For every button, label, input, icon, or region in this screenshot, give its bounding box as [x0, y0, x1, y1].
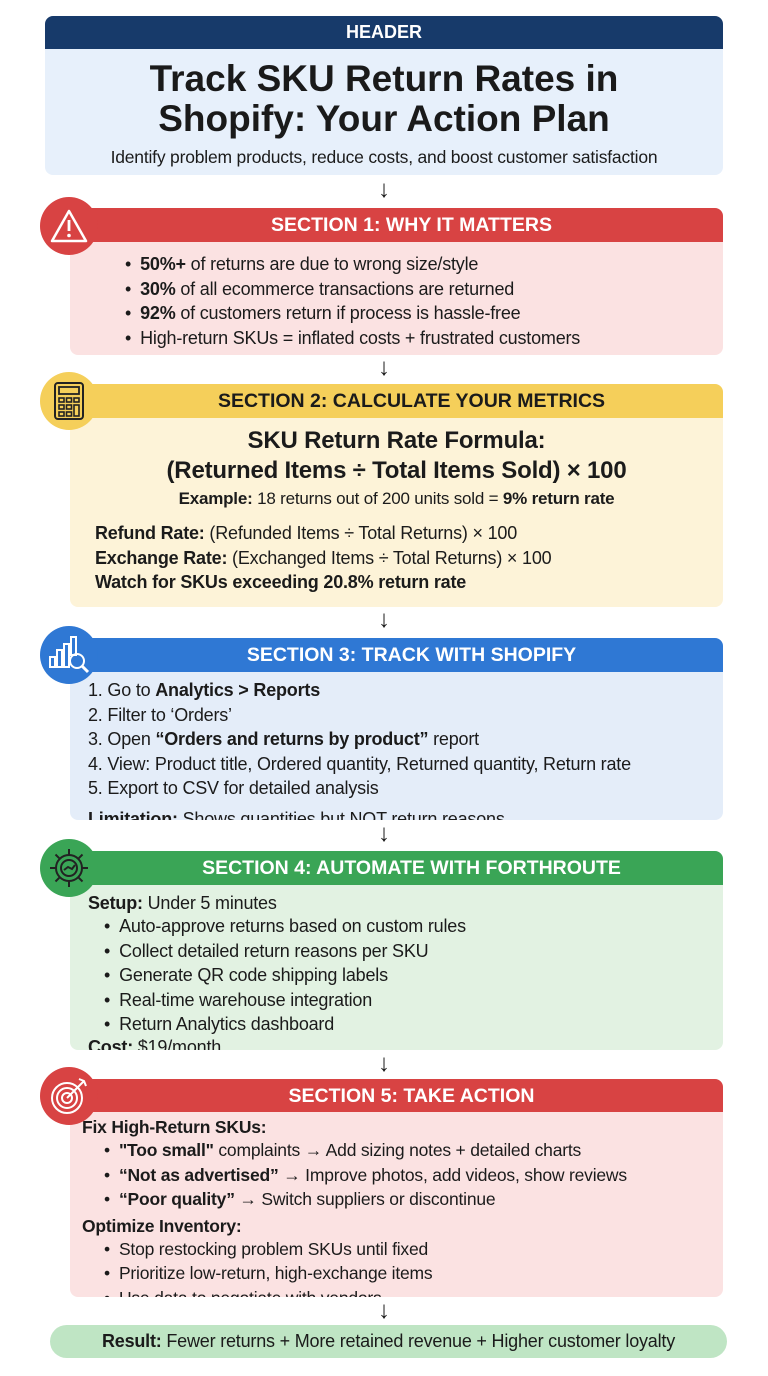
section-3-title: SECTION 3: TRACK WITH SHOPIFY [70, 638, 723, 672]
watch-note: Watch for SKUs exceeding 20.8% return ra… [95, 572, 467, 592]
step-item: 3. Open “Orders and returns by product” … [88, 729, 479, 749]
refund-rate: Refund Rate: (Refunded Items ÷ Total Ret… [95, 523, 518, 543]
header-label: HEADER [45, 16, 723, 49]
section-2-title: SECTION 2: CALCULATE YOUR METRICS [70, 384, 723, 418]
target-icon [40, 1067, 98, 1125]
section-5-body: Fix High-Return SKUs: "Too small" compla… [70, 1112, 723, 1297]
section-5-title: SECTION 5: TAKE ACTION [70, 1079, 723, 1113]
section-4-body: Setup: Under 5 minutes Auto-approve retu… [70, 885, 723, 1050]
step-item: 2. Filter to ‘Orders’ [88, 704, 232, 725]
optimize-heading: Optimize Inventory: [82, 1215, 242, 1236]
list-item: 92% of customers return if process is ha… [125, 301, 723, 326]
setup-note: Setup: Under 5 minutes [88, 893, 277, 913]
subtitle: Identify problem products, reduce costs,… [110, 147, 658, 167]
optimize-item: Stop restocking problem SKUs until fixed [104, 1237, 723, 1262]
fix-item: "Too small" complaints → Add sizing note… [104, 1138, 723, 1163]
optimize-item: Prioritize low-return, high-exchange ite… [104, 1261, 723, 1286]
formula: (Returned Items ÷ Total Items Sold) × 10… [166, 457, 627, 484]
result-banner: Result: Fewer returns + More retained re… [50, 1325, 727, 1358]
down-arrow-icon: ↓ [378, 354, 390, 381]
title-line-1: Track SKU Return Rates in [149, 58, 619, 99]
fix-item: “Not as advertised” → Improve photos, ad… [104, 1163, 723, 1188]
list-item: High-return SKUs = inflated costs + frus… [125, 326, 723, 351]
step-item: 4. View: Product title, Ordered quantity… [88, 753, 631, 774]
down-arrow-icon: ↓ [378, 1297, 390, 1324]
cost-note: Cost: $19/month [88, 1036, 222, 1051]
down-arrow-icon: ↓ [378, 176, 390, 203]
limitation-note: Limitation: Shows quantities but NOT ret… [88, 808, 505, 821]
section-2-body: SKU Return Rate Formula: (Returned Items… [70, 418, 723, 607]
section-4-title: SECTION 4: AUTOMATE WITH FORTHROUTE [70, 851, 723, 885]
feature-item: Real-time warehouse integration [104, 988, 723, 1013]
gear-automation-icon [40, 839, 98, 897]
section-3-body: 1. Go to Analytics > Reports 2. Filter to… [70, 672, 723, 820]
section-1-body: 50%+ of returns are due to wrong size/st… [70, 242, 723, 355]
down-arrow-icon: ↓ [378, 820, 390, 847]
feature-item: Generate QR code shipping labels [104, 963, 723, 988]
section-1-title: SECTION 1: WHY IT MATTERS [70, 208, 723, 242]
down-arrow-icon: ↓ [378, 606, 390, 633]
feature-item: Return Analytics dashboard [104, 1012, 723, 1037]
warning-icon [40, 197, 98, 255]
title-line-2: Shopify: Your Action Plan [158, 98, 610, 139]
exchange-rate: Exchange Rate: (Exchanged Items ÷ Total … [95, 547, 552, 568]
list-item: 30% of all ecommerce transactions are re… [125, 277, 723, 302]
list-item: 50%+ of returns are due to wrong size/st… [125, 252, 723, 277]
step-item: 5. Export to CSV for detailed analysis [88, 778, 379, 798]
fix-heading: Fix High-Return SKUs: [82, 1117, 267, 1137]
down-arrow-icon: ↓ [378, 1050, 390, 1077]
feature-item: Auto-approve returns based on custom rul… [104, 914, 723, 939]
analytics-search-icon [40, 626, 98, 684]
example: Example: 18 returns out of 200 units sol… [178, 489, 615, 508]
fix-item: “Poor quality” → Switch suppliers or dis… [104, 1187, 723, 1212]
calculator-icon [40, 372, 98, 430]
step-item: 1. Go to Analytics > Reports [88, 680, 321, 700]
feature-item: Collect detailed return reasons per SKU [104, 939, 723, 964]
formula-title: SKU Return Rate Formula: [247, 427, 546, 454]
optimize-item: Use data to negotiate with vendors [104, 1286, 723, 1298]
